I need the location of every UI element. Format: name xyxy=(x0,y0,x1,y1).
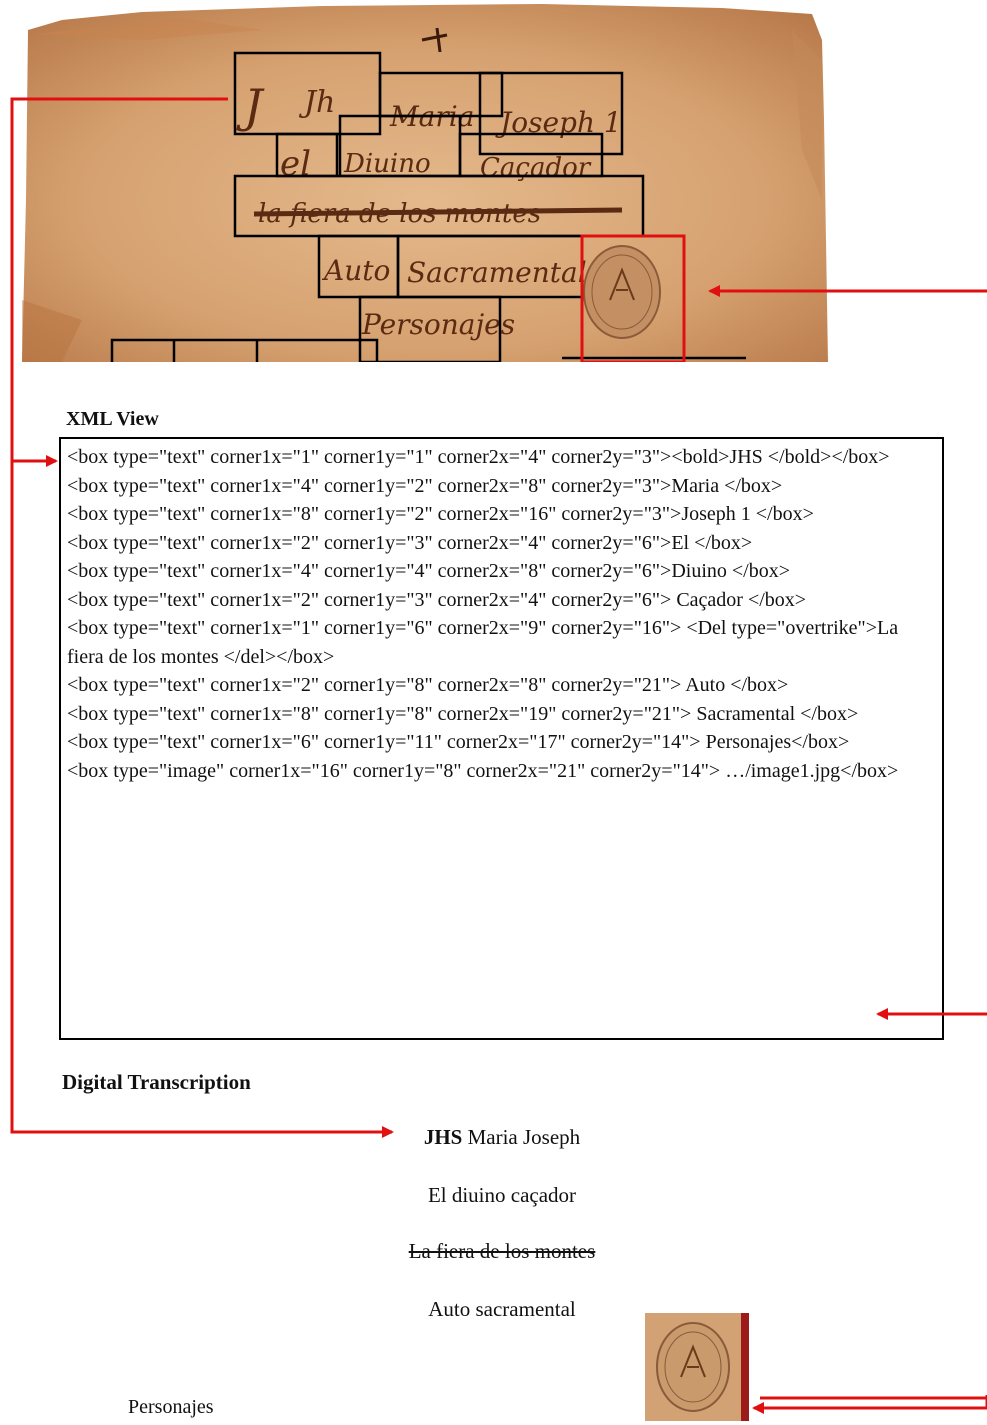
transcription-line-2: El diuino caçador xyxy=(427,1183,577,1207)
svg-text:Caçador: Caçador xyxy=(480,153,592,183)
transcription-line-1: JHS Maria Joseph xyxy=(300,1125,704,1150)
manuscript-image: J Jh Maria Joseph 1 el Diuino Caçador la… xyxy=(22,0,828,362)
transcription-personajes: Personajes xyxy=(128,1396,214,1418)
xml-line: <box type="text" corner1x="4" corner1y="… xyxy=(67,560,790,582)
xml-line: <box type="text" corner1x="6" corner1y="… xyxy=(67,731,850,753)
xml-line: <box type="text" corner1x="1" corner1y="… xyxy=(67,617,899,668)
xml-line: <box type="text" corner1x="2" corner1y="… xyxy=(67,531,753,554)
hw-jhs: Jh xyxy=(298,85,335,120)
svg-text:Sacramental: Sacramental xyxy=(407,256,587,289)
seal-thumbnail xyxy=(645,1313,749,1421)
svg-text:Auto: Auto xyxy=(321,254,390,287)
svg-text:el: el xyxy=(280,144,311,184)
transcription-line-struck: La fiera de los montes xyxy=(408,1239,596,1263)
xml-line: <box type="text" corner1x="8" corner1y="… xyxy=(67,702,859,725)
digital-transcription-heading: Digital Transcription xyxy=(62,1070,251,1094)
xml-line: <box type="text" corner1x="2" corner1y="… xyxy=(67,588,807,611)
image-box xyxy=(580,234,686,362)
transcription-names: Maria Joseph xyxy=(462,1125,581,1149)
xml-line: <box type="text" corner1x="4" corner1y="… xyxy=(67,474,783,497)
xml-line: <box type="text" corner1x="8" corner1y="… xyxy=(67,503,814,525)
transcription-bold-jhs: JHS xyxy=(423,1125,463,1149)
xml-view-heading: XML View xyxy=(66,408,159,430)
xml-line: <box type="image" corner1x="16" corner1y… xyxy=(67,759,899,782)
seal-image xyxy=(583,245,661,339)
xml-line: <box type="text" corner1x="2" corner1y="… xyxy=(67,674,789,696)
svg-text:Personajes: Personajes xyxy=(361,308,515,341)
xml-line: <box type="text" corner1x="1" corner1y="… xyxy=(67,446,890,468)
xml-view-panel: <box type="text" corner1x="1" corner1y="… xyxy=(59,437,944,1040)
svg-text:Diuino: Diuino xyxy=(343,149,431,179)
arrow-to-thumbnail xyxy=(752,1395,987,1414)
transcription-line-4: Auto sacramental xyxy=(428,1297,576,1321)
